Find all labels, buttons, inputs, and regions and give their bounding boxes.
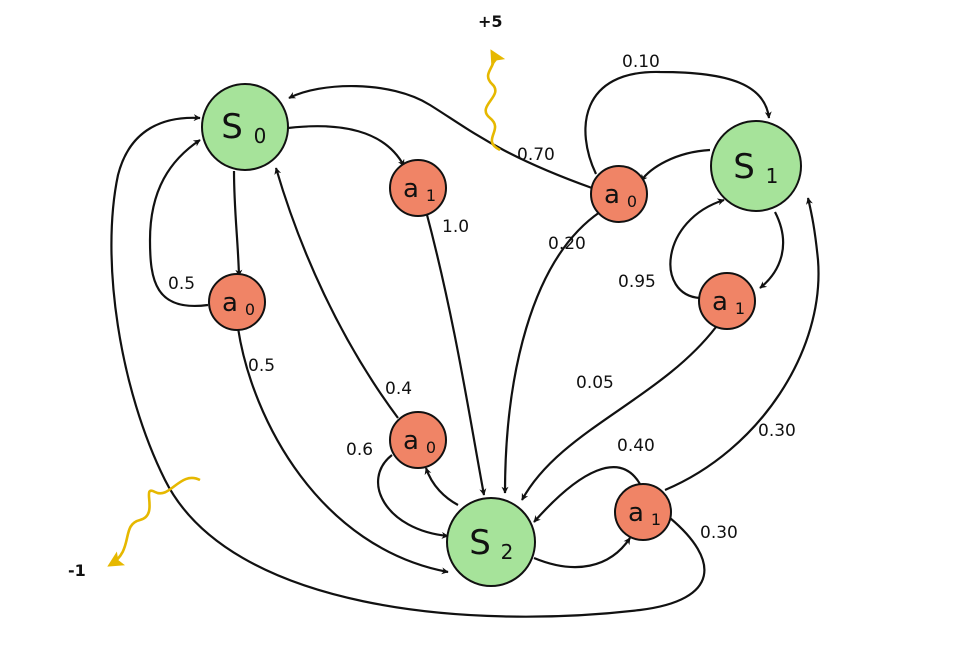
- edge-s2-to-s2a0: [424, 467, 459, 506]
- edge-s0a0-to-s2: [236, 327, 449, 575]
- action-s1-a0-subscript: 0: [627, 192, 637, 211]
- edge-s1-to-s1a0: [640, 148, 711, 182]
- prob-label-s1a1-s1: 0.95: [618, 272, 656, 292]
- edge-s0a0-to-s0: [148, 139, 209, 308]
- edge-s2a0-to-s2: [377, 454, 449, 539]
- edge-s2a1-to-s0: [110, 114, 706, 618]
- action-s1-a0[interactable]: a 0: [590, 165, 648, 223]
- action-s1-a1[interactable]: a 1: [698, 272, 756, 330]
- prob-label-s0a0-s0: 0.5: [168, 274, 195, 294]
- state-s0[interactable]: S 0: [201, 83, 289, 171]
- edge-s1a0-to-s1: [584, 70, 772, 175]
- state-s0-label: S: [221, 107, 243, 147]
- positive-reward-label: +5: [478, 12, 503, 31]
- action-s1-a1-subscript: 1: [735, 299, 745, 318]
- edge-s2a1-to-s2: [533, 466, 641, 523]
- prob-label-s2a1-s1: 0.30: [758, 421, 796, 441]
- edge-s1a0-to-s2: [501, 211, 601, 494]
- state-s0-subscript: 0: [254, 124, 267, 148]
- action-s0-a0-subscript: 0: [245, 300, 255, 319]
- action-s1-a0-label: a: [604, 180, 620, 210]
- state-s1-subscript: 1: [766, 164, 779, 188]
- action-s1-a1-label: a: [712, 287, 728, 317]
- edge-s0-to-s0a1: [287, 125, 405, 167]
- negative-reward-label: -1: [68, 561, 86, 580]
- edge-s1a1-to-s1: [669, 198, 725, 300]
- action-s2-a1-subscript: 1: [651, 510, 661, 529]
- action-s2-a0-label: a: [403, 426, 419, 456]
- action-s0-a1[interactable]: a 1: [389, 159, 447, 217]
- action-s2-a0-subscript: 0: [426, 438, 436, 457]
- edge-s1a0-to-s0: [288, 84, 593, 190]
- prob-label-s2a1-s0: 0.30: [700, 523, 738, 543]
- prob-label-s0a0-s2: 0.5: [248, 356, 275, 376]
- state-s2[interactable]: S 2: [446, 497, 536, 587]
- edge-s1-to-s1a1: [759, 211, 785, 289]
- action-s2-a1[interactable]: a 1: [614, 483, 672, 541]
- action-s0-a1-label: a: [403, 174, 419, 204]
- prob-label-s2a0-s0: 0.4: [385, 379, 412, 399]
- state-s2-subscript: 2: [501, 540, 514, 564]
- state-s1[interactable]: S 1: [710, 120, 802, 212]
- action-s2-a0[interactable]: a 0: [389, 411, 447, 469]
- prob-label-s2a0-s2: 0.6: [346, 440, 373, 460]
- action-s0-a1-subscript: 1: [426, 186, 436, 205]
- prob-label-s1a0-s0: 0.70: [517, 145, 555, 165]
- state-s1-label: S: [733, 147, 755, 187]
- prob-label-s2a1-s2: 0.40: [617, 436, 655, 456]
- edge-s2-to-s2a1: [533, 537, 631, 569]
- prob-label-s1a0-s2: 0.20: [548, 234, 586, 254]
- edge-s0a1-to-s2: [424, 210, 487, 496]
- edge-s2a1-to-s1: [664, 197, 820, 492]
- action-s0-a0-label: a: [222, 288, 238, 318]
- prob-label-s0a1-s2: 1.0: [442, 217, 469, 237]
- prob-label-s1a0-s1: 0.10: [622, 52, 660, 72]
- edge-s1a1-to-s2: [521, 326, 717, 501]
- action-s0-a0[interactable]: a 0: [208, 273, 266, 331]
- negative-reward-arrow: [107, 476, 201, 567]
- prob-label-s1a1-s2: 0.05: [576, 373, 614, 393]
- positive-reward-arrow: [484, 49, 506, 152]
- edge-s0-to-s0a0: [232, 170, 243, 277]
- action-s2-a1-label: a: [628, 498, 644, 528]
- edge-s2a0-to-s0: [274, 167, 399, 419]
- state-s2-label: S: [469, 523, 491, 563]
